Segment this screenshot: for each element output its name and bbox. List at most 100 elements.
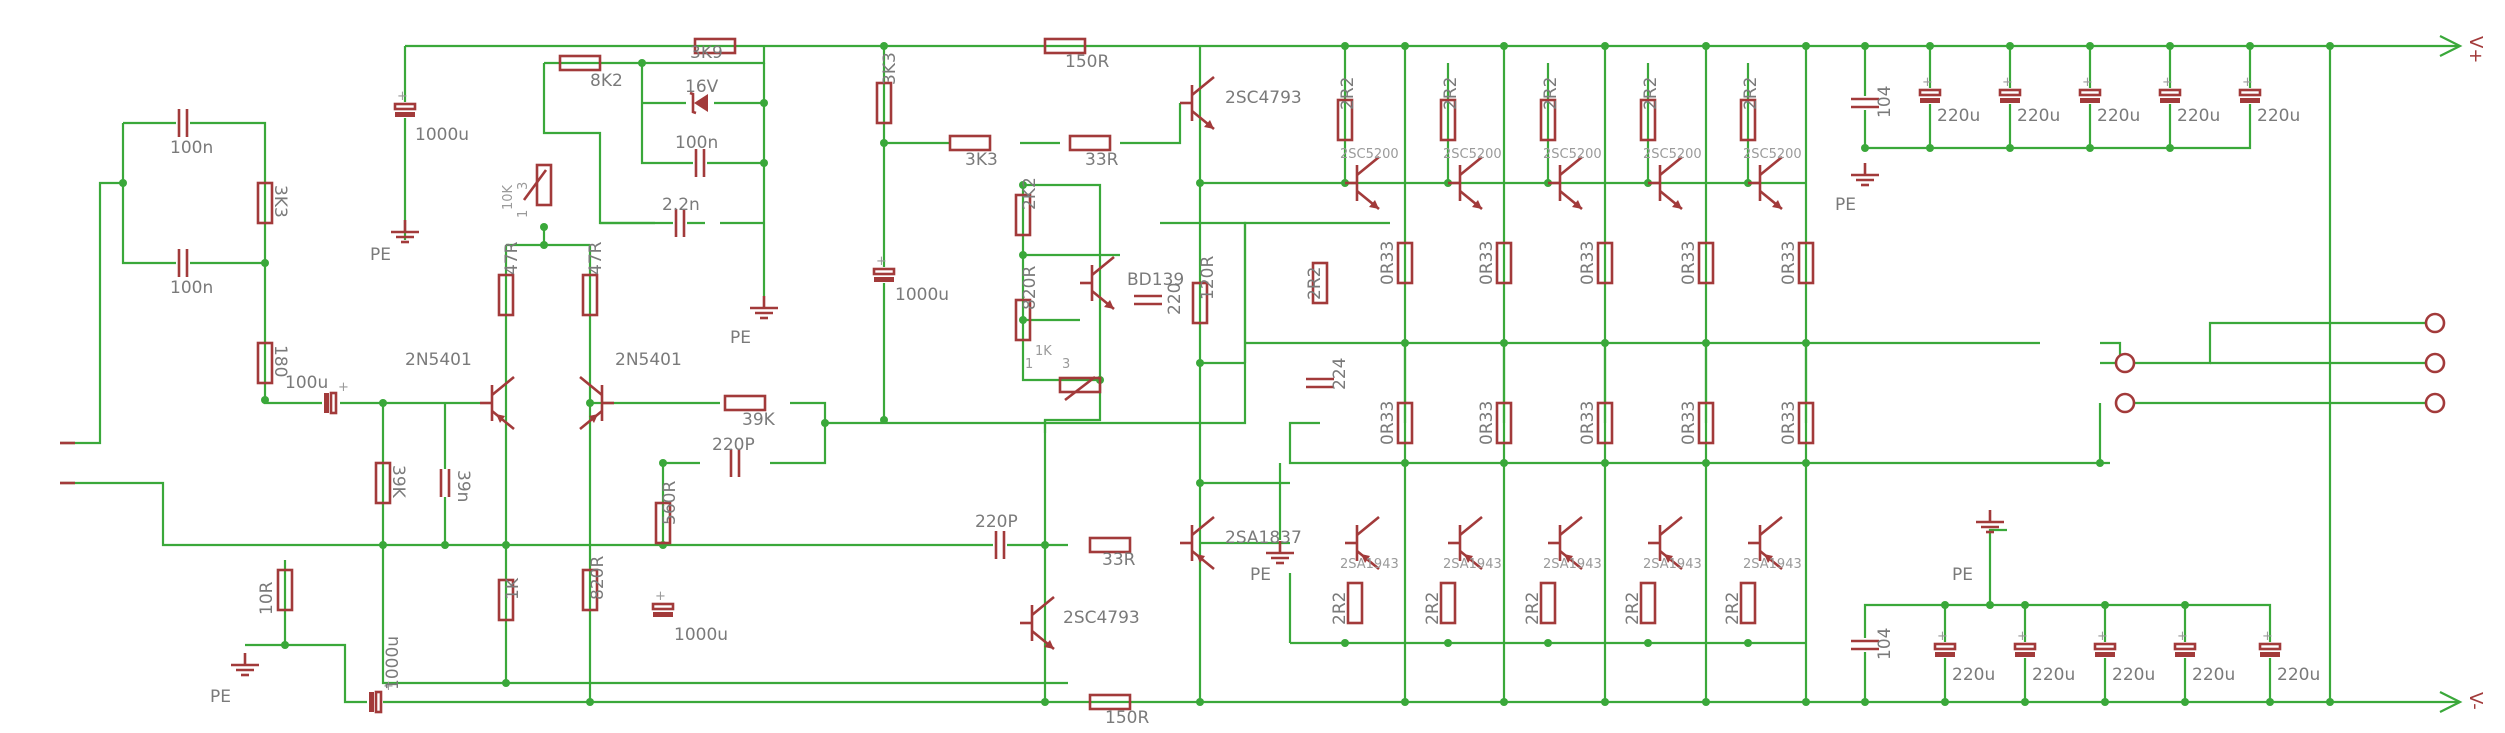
q-out-bot-4-label: 2SA1943: [1743, 557, 1802, 572]
terminal-2[interactable]: [2114, 392, 2136, 414]
pot-10k: [522, 163, 553, 207]
cap-100n-b-label: 100n: [170, 278, 213, 298]
q-out-top-1: [1448, 155, 1483, 211]
res-re-top-0-label: 0R33: [1378, 241, 1398, 285]
res-re-top-2-label: 0R33: [1578, 241, 1598, 285]
q-in-b: [579, 375, 614, 431]
pot-10k-value: 10K: [501, 184, 516, 210]
res-3k3-a-label: 3K3: [880, 52, 900, 85]
q-out-top-3-label: 2SC5200: [1643, 147, 1702, 162]
res-rb-bot-0: [1346, 581, 1364, 625]
q-out-bot-3-label: 2SA1943: [1643, 557, 1702, 572]
res-re-bot-1-label: 0R33: [1477, 401, 1497, 445]
plus-sign: +: [2242, 75, 2253, 90]
res-rb-top-2: [1539, 98, 1557, 142]
res-re-bot-2-label: 0R33: [1578, 401, 1598, 445]
zener-16v: [686, 91, 714, 115]
res-re-top-2: [1596, 241, 1614, 285]
res-rb-top-3-label: 2R2: [1641, 77, 1661, 110]
cap-220-vas: [1134, 293, 1162, 307]
res-120r-label: 120R: [1198, 256, 1218, 300]
cap-224: [1306, 376, 1334, 390]
plus-sign: +: [2177, 629, 2188, 644]
cap-100n-a: [176, 109, 190, 137]
cap-1000u-low: +: [650, 589, 676, 618]
terminal-4[interactable]: [2424, 352, 2446, 374]
res-1k-label: 1K: [503, 577, 523, 600]
cap-224-label: 224: [1330, 358, 1350, 390]
q-out-bot-0-label: 2SA1943: [1340, 557, 1399, 572]
res-47r-a: [497, 273, 515, 317]
res-re-top-4: [1797, 241, 1815, 285]
cap-220u-top-1: +: [1997, 75, 2023, 104]
res-180: [256, 341, 274, 385]
res-re-bot-0: [1396, 401, 1414, 445]
res-re-bot-3: [1697, 401, 1715, 445]
q-vas: [1020, 595, 1055, 651]
cap-220u-bot-4: +: [2257, 629, 2283, 658]
output-terminals[interactable]: [2114, 312, 2446, 414]
gnd-pe-top-bank: [1851, 163, 1879, 187]
terminal-1[interactable]: [2114, 352, 2136, 374]
cap-220u-top-2-label: 220u: [2097, 106, 2140, 126]
terminal-5[interactable]: [2424, 392, 2446, 414]
res-150-bot-label: 150R: [1105, 708, 1149, 728]
terminal-3[interactable]: [2424, 312, 2446, 334]
res-rb-top-3: [1639, 98, 1657, 142]
res-rb-bot-2-label: 2R2: [1523, 592, 1543, 625]
plus-sign: +: [1922, 75, 1933, 90]
cap-104-bot: [1851, 638, 1879, 652]
cap-220p-b: [993, 531, 1007, 559]
cap-39n-label: 39n: [453, 470, 473, 502]
plus-sign: +: [2017, 629, 2028, 644]
q-out-bot-2-label: 2SA1943: [1543, 557, 1602, 572]
res-re-top-3-label: 0R33: [1679, 241, 1699, 285]
res-3k9: [693, 37, 737, 55]
components: +++++++++++++++: [176, 37, 2283, 715]
q-out-bot-0: [1345, 515, 1380, 571]
res-560r-label: 560R: [660, 481, 680, 525]
res-33r-a-label: 33R: [1085, 150, 1119, 170]
res-rb-top-0-label: 2R2: [1338, 77, 1358, 110]
plus-sign: +: [338, 380, 349, 395]
res-47r-b-label: 47R: [586, 241, 606, 275]
cap-220u-bot-0: +: [1932, 629, 1958, 658]
res-3k9-label: 3K9: [690, 43, 723, 63]
gnd-pe-left: [231, 653, 259, 677]
cap-2n2-label: 2.2n: [662, 195, 700, 215]
res-3k3-in: [256, 181, 274, 225]
q-out-bot-4: [1748, 515, 1783, 571]
cap-1000u-bot: +: [367, 679, 394, 715]
cap-220u-top-2: +: [2077, 75, 2103, 104]
res-re-bot-1: [1495, 401, 1513, 445]
res-re-bot-0-label: 0R33: [1378, 401, 1398, 445]
cap-1000u-bot-label: 1000u: [383, 636, 403, 690]
cap-220u-top-3-label: 220u: [2177, 106, 2220, 126]
q-bd139-label: BD139: [1127, 270, 1184, 290]
rail-positive-label: V+: [2465, 36, 2486, 63]
cap-220u-top-4-label: 220u: [2257, 106, 2300, 126]
res-2k2-mid: [1014, 193, 1032, 237]
q-out-top-0: [1345, 155, 1380, 211]
cap-220u-bot-0-label: 220u: [1952, 665, 1995, 685]
gnd-pe-top2-label: PE: [730, 328, 751, 348]
res-33r-b-label: 33R: [1102, 550, 1136, 570]
plus-sign: +: [2162, 75, 2173, 90]
res-rb-top-0: [1336, 98, 1354, 142]
q-vas-label: 2SC4793: [1063, 608, 1140, 628]
res-2r2-bias-label: 2R2: [1305, 267, 1325, 300]
res-3k3-b: [948, 134, 992, 152]
cap-220u-top-0-label: 220u: [1937, 106, 1980, 126]
cap-1000u-mid-label: 1000u: [895, 285, 949, 305]
res-820-mid-label: 820R: [1020, 266, 1040, 310]
cap-220u-top-1-label: 220u: [2017, 106, 2060, 126]
res-47r-b: [581, 273, 599, 317]
res-39k-fb-label: 39K: [742, 410, 776, 430]
res-rb-top-4-label: 2R2: [1741, 77, 1761, 110]
q-out-top-4: [1748, 155, 1783, 211]
q-in-a: [480, 375, 515, 431]
res-39k-in: [374, 461, 392, 505]
cap-220-vas-label: 220: [1165, 283, 1185, 315]
rail-negative-label: V-: [2465, 692, 2486, 710]
